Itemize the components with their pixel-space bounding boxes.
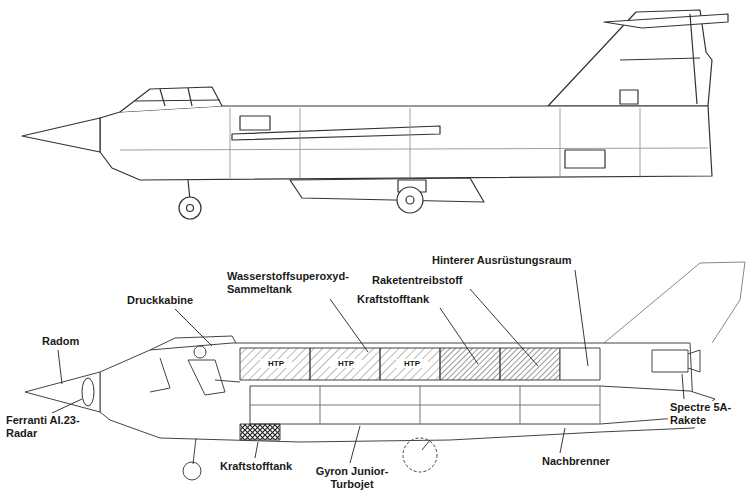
main-wheel-hub bbox=[406, 196, 414, 204]
part-label: Druckkabine bbox=[125, 294, 195, 307]
canopy-line bbox=[150, 336, 236, 350]
part-label: Nachbrenner bbox=[540, 455, 612, 468]
leader-line bbox=[52, 399, 82, 413]
part-label: Ferranti AI.23-Radar bbox=[4, 414, 88, 440]
leader-line bbox=[682, 374, 684, 399]
engine-detail bbox=[250, 386, 600, 424]
leader-line bbox=[470, 289, 538, 366]
main-wheel bbox=[397, 187, 423, 213]
tank-marking: HTP bbox=[396, 359, 428, 368]
part-label: Gyron Junior-Turbojet bbox=[300, 465, 404, 491]
panel-lines bbox=[120, 108, 708, 178]
side-view bbox=[22, 10, 728, 219]
rudder-line bbox=[620, 14, 700, 104]
radar-scanner bbox=[82, 378, 94, 406]
ventral-fairing bbox=[290, 178, 484, 202]
instrument-panel bbox=[150, 358, 170, 392]
rocket-propellant-tank bbox=[500, 348, 560, 380]
leader-line bbox=[58, 350, 62, 384]
nose-wheel-hub bbox=[187, 205, 194, 212]
htp-tank bbox=[240, 348, 310, 380]
radome bbox=[25, 372, 100, 412]
part-label: Hinterer Ausrüstungsraum bbox=[430, 254, 574, 267]
fuselage bbox=[100, 106, 712, 180]
part-label: Kraftstofftank bbox=[355, 293, 431, 306]
access-panel bbox=[565, 150, 605, 168]
intake-panel bbox=[240, 116, 270, 130]
access-panel bbox=[620, 90, 638, 104]
pilot-seat bbox=[188, 360, 240, 395]
canopy-frame bbox=[135, 88, 220, 106]
tail-fin-outline bbox=[604, 262, 745, 343]
part-label: Kraftstofftank bbox=[218, 460, 294, 473]
spectre-rocket bbox=[652, 350, 688, 372]
leader-line bbox=[440, 308, 478, 364]
tailplane bbox=[604, 14, 728, 28]
nose-wheel bbox=[183, 462, 201, 480]
nose-wheel bbox=[179, 197, 201, 219]
htp-tank bbox=[310, 348, 380, 380]
tank-marking: HTP bbox=[330, 359, 362, 368]
leader-line bbox=[350, 426, 360, 463]
nose-gear-leg bbox=[193, 438, 196, 464]
nose-cone bbox=[22, 118, 100, 152]
leader-line bbox=[255, 442, 258, 458]
pilot-head bbox=[194, 346, 206, 358]
part-label: Wasserstoffsuperoxyd- Sammeltank bbox=[225, 270, 374, 296]
leader-line bbox=[560, 428, 565, 453]
leader-lines bbox=[52, 270, 684, 463]
part-label: Raketentreibstoff bbox=[370, 274, 464, 287]
spectre-nozzle bbox=[688, 350, 700, 372]
main-gear-leg bbox=[422, 440, 430, 450]
turbojet bbox=[250, 386, 715, 424]
part-label: Radom bbox=[40, 335, 81, 348]
main-wheel bbox=[403, 438, 437, 472]
canopy bbox=[120, 87, 222, 112]
equipment-bay bbox=[560, 348, 600, 380]
leader-line bbox=[330, 299, 368, 352]
lower-fuel-tank bbox=[240, 424, 280, 440]
tank-marking: HTP bbox=[260, 359, 292, 368]
leader-line bbox=[575, 270, 588, 366]
leader-line bbox=[175, 309, 212, 346]
part-label: Spectre 5A-Rakete bbox=[668, 401, 744, 427]
cutaway-view bbox=[25, 262, 745, 480]
htp-tank bbox=[380, 348, 440, 380]
